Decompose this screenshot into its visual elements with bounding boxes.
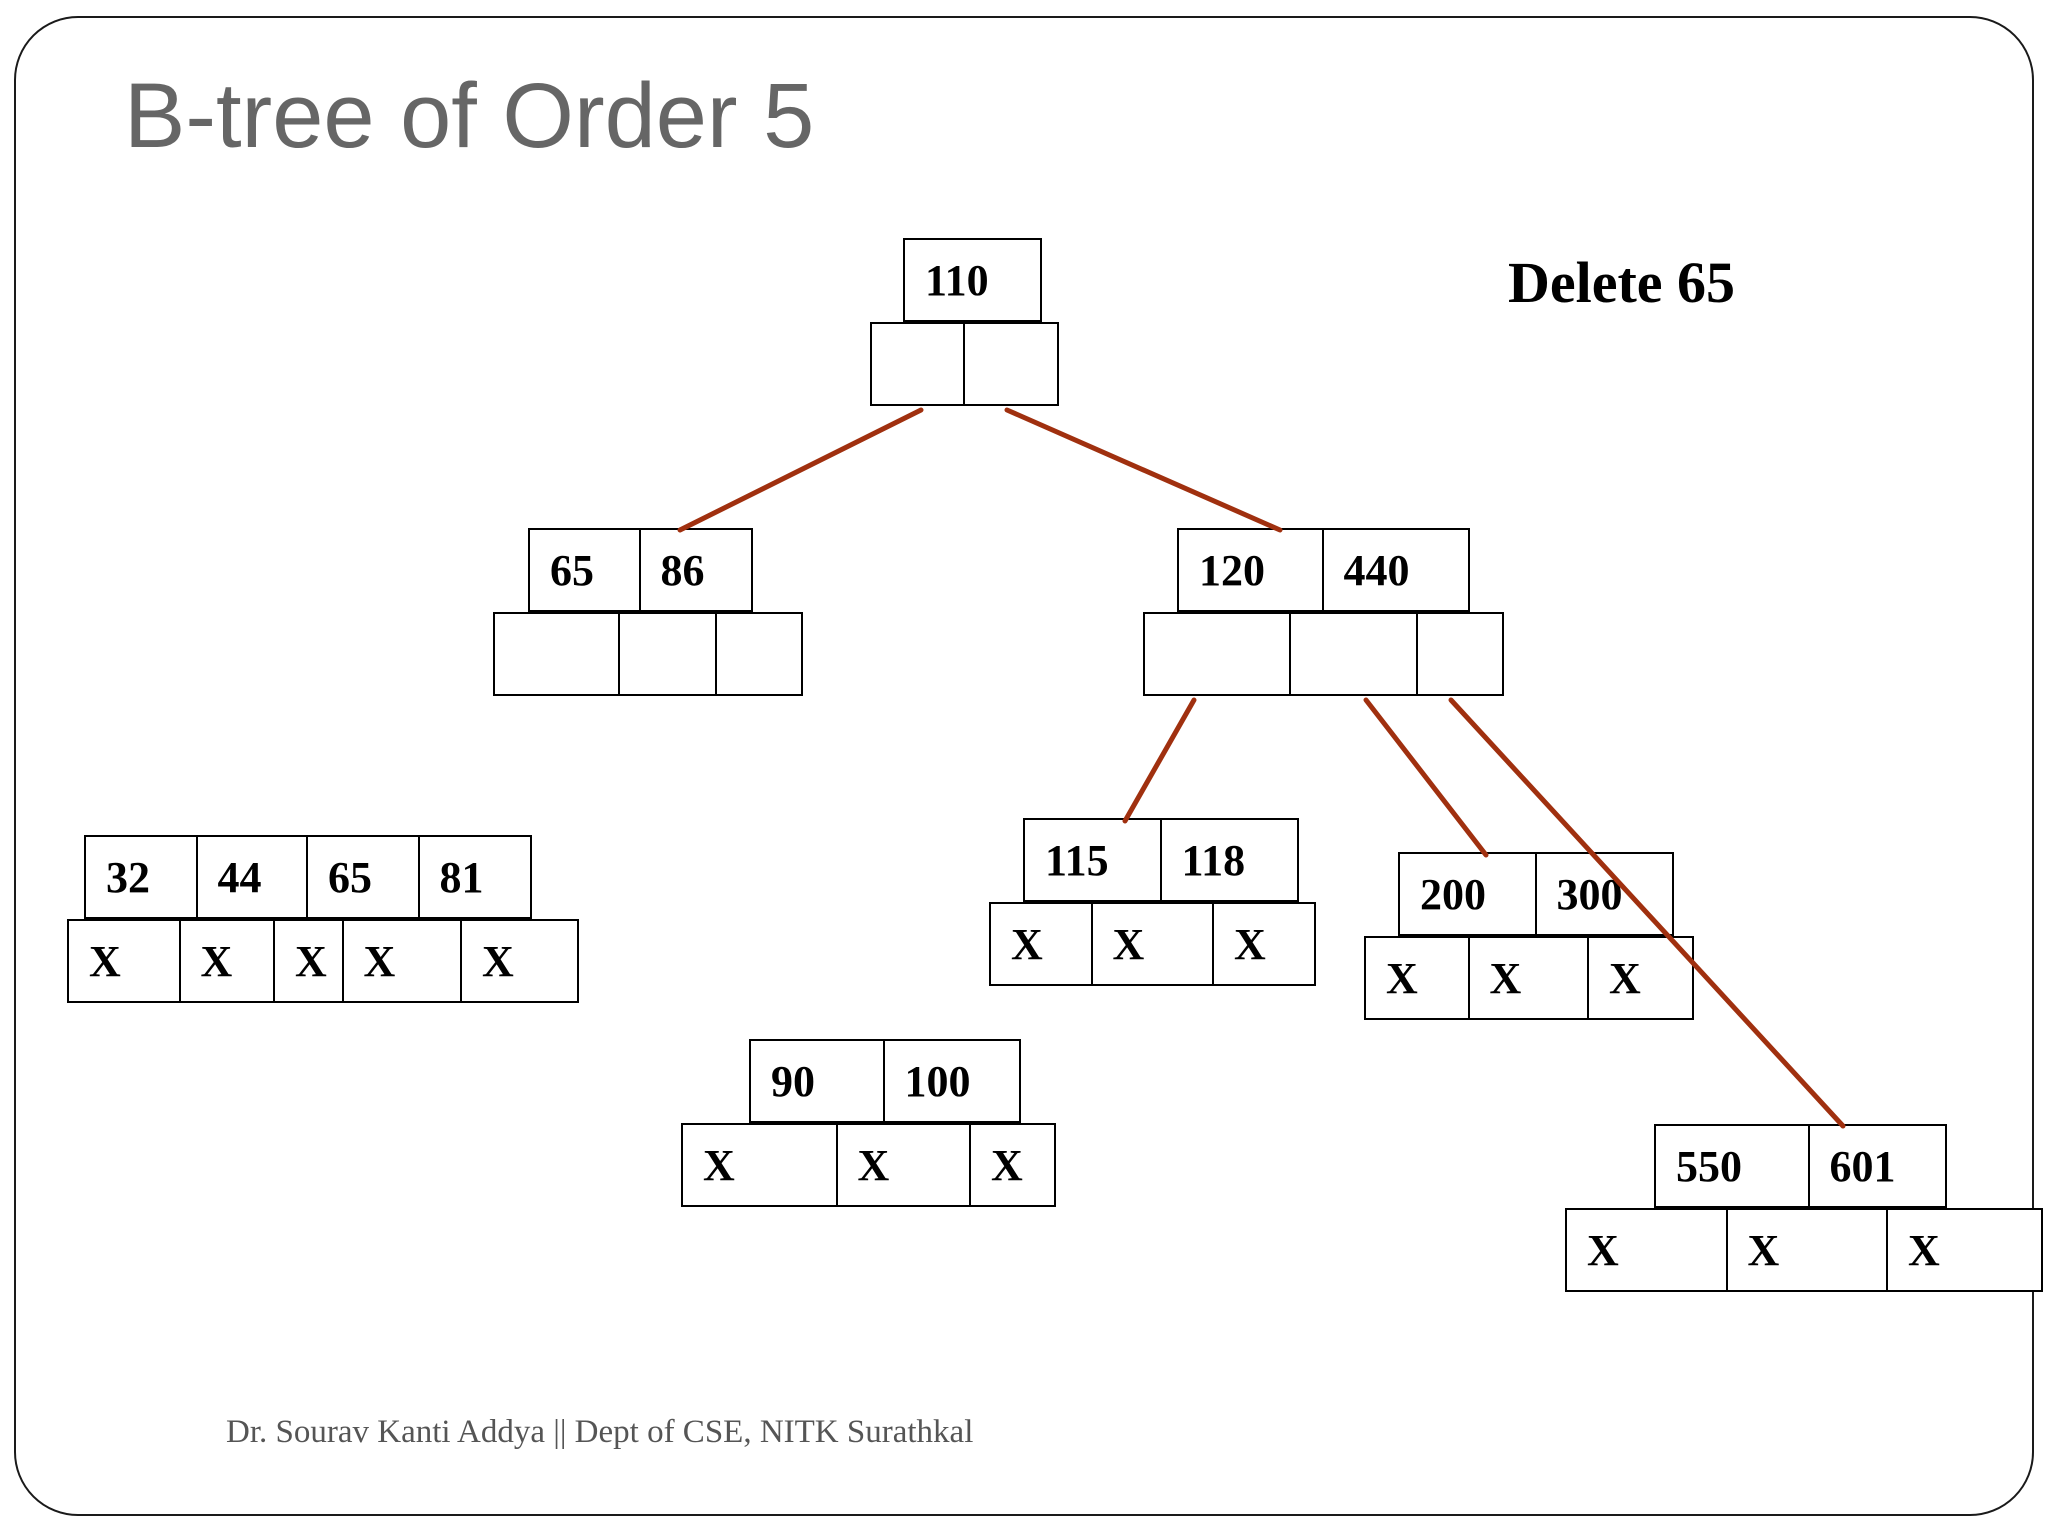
key-cell: 90 <box>749 1039 885 1123</box>
pointer-cell <box>493 612 620 696</box>
key-cell: 200 <box>1398 852 1537 936</box>
pointer-cell: X <box>1090 902 1215 986</box>
pointer-cell: X <box>989 902 1093 986</box>
key-cell: 44 <box>195 835 309 919</box>
pointer-cell: X <box>835 1123 972 1207</box>
pointer-cell: X <box>1886 1208 2043 1292</box>
key-cell: 86 <box>638 528 753 612</box>
pointer-cell <box>962 322 1059 406</box>
slide-title: B-tree of Order 5 <box>124 65 815 167</box>
pointer-cell <box>1288 612 1419 696</box>
pointer-cell: X <box>460 919 579 1003</box>
pointer-cell <box>715 612 803 696</box>
key-cell: 120 <box>1177 528 1324 612</box>
key-cell: 300 <box>1534 852 1674 936</box>
pointer-cell: X <box>67 919 181 1003</box>
pointer-cell: X <box>1212 902 1316 986</box>
key-cell: 100 <box>882 1039 1021 1123</box>
operation-label: Delete 65 <box>1508 250 1736 315</box>
pointer-cell: X <box>681 1123 838 1207</box>
pointer-cell: X <box>1467 936 1590 1020</box>
key-cell: 601 <box>1807 1124 1947 1208</box>
pointer-cell: X <box>1587 936 1694 1020</box>
pointer-cell: X <box>1364 936 1470 1020</box>
pointer-cell <box>870 322 965 406</box>
footer-credit: Dr. Sourav Kanti Addya || Dept of CSE, N… <box>226 1414 974 1450</box>
key-cell: 550 <box>1654 1124 1810 1208</box>
key-cell: 118 <box>1159 818 1299 902</box>
key-cell: 110 <box>903 238 1042 322</box>
pointer-cell <box>1416 612 1504 696</box>
pointer-cell: X <box>273 919 344 1003</box>
key-cell: 81 <box>417 835 532 919</box>
pointer-cell: X <box>178 919 276 1003</box>
pointer-cell: X <box>1565 1208 1728 1292</box>
pointer-cell <box>1143 612 1291 696</box>
pointer-cell: X <box>341 919 463 1003</box>
key-cell: 440 <box>1321 528 1470 612</box>
pointer-cell: X <box>969 1123 1056 1207</box>
key-cell: 65 <box>528 528 641 612</box>
pointer-cell <box>617 612 718 696</box>
key-cell: 115 <box>1023 818 1162 902</box>
pointer-cell: X <box>1725 1208 1889 1292</box>
key-cell: 65 <box>306 835 420 919</box>
key-cell: 32 <box>84 835 198 919</box>
